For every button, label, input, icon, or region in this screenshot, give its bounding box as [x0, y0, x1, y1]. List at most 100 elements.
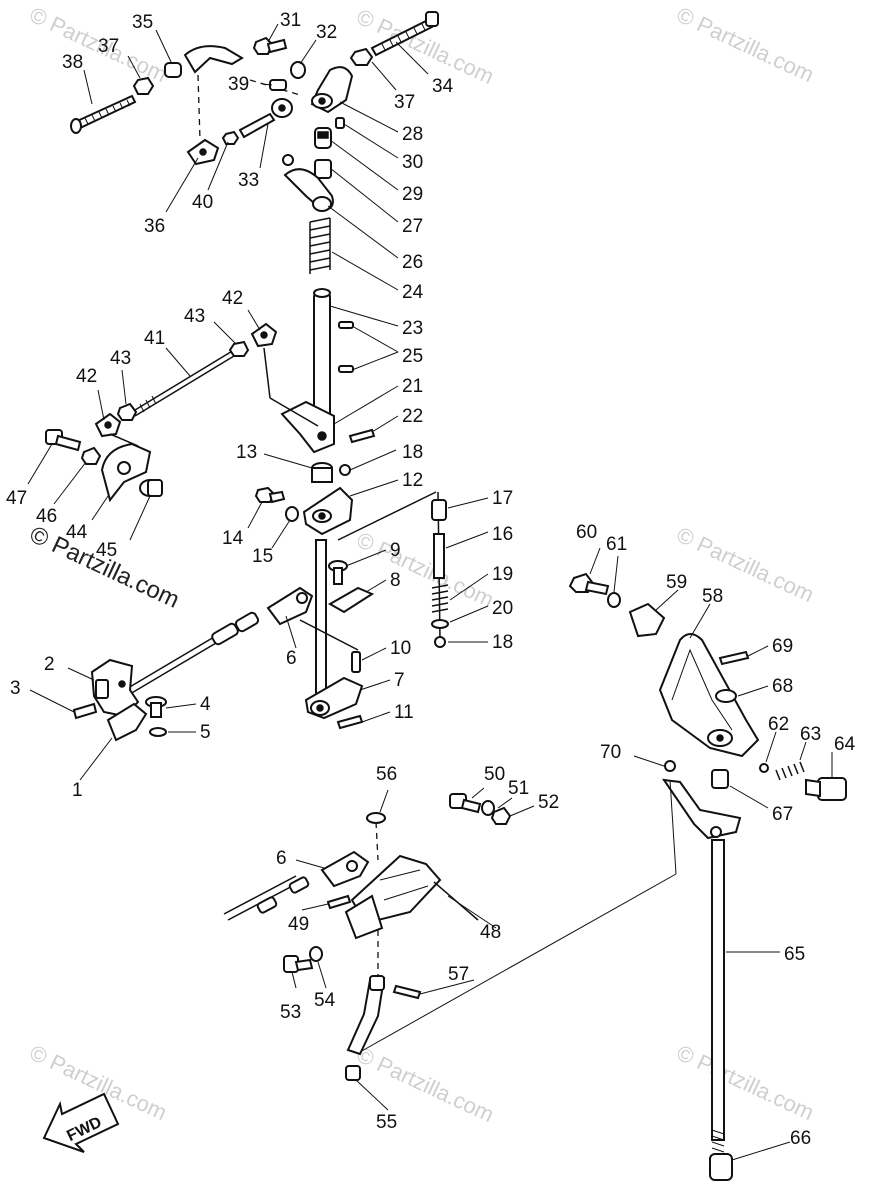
pin-30 — [335, 117, 345, 129]
clip-70 — [664, 760, 676, 772]
callout-16: 16 — [492, 524, 513, 545]
rod-lower-shaft — [315, 539, 327, 701]
callout-42: 42 — [76, 366, 97, 387]
callout-34: 34 — [432, 76, 454, 97]
rod-41 — [134, 349, 235, 411]
callout-22: 22 — [402, 406, 423, 427]
bushing-59 — [628, 602, 666, 638]
callout-25: 25 — [402, 346, 423, 367]
bushing-27 — [314, 159, 332, 179]
callout-68: 68 — [772, 676, 793, 697]
callout-15: 15 — [252, 546, 273, 567]
callout-30: 30 — [402, 152, 423, 173]
right-assembly — [568, 572, 847, 1181]
callout-10: 10 — [390, 638, 411, 659]
callout-24: 24 — [402, 282, 424, 303]
callout-17: 17 — [492, 488, 513, 509]
bolt-4 — [145, 696, 167, 718]
callout-labels: 35 37 38 31 32 34 37 39 28 30 29 33 36 4… — [6, 10, 856, 1149]
callout-42: 42 — [222, 288, 243, 309]
callout-62: 62 — [768, 714, 789, 735]
fwd-direction-marker: FWD — [42, 1092, 120, 1153]
shaft-assembly — [254, 288, 437, 730]
callout-5: 5 — [200, 722, 211, 743]
left-bracket-assembly — [72, 586, 314, 742]
callout-63: 63 — [800, 724, 821, 745]
bushing-45 — [139, 479, 163, 497]
bolt-50 — [449, 793, 482, 814]
lever-58 — [658, 633, 760, 758]
watermark-text: © Partzilla.com — [353, 1042, 498, 1127]
washer-54 — [309, 946, 323, 962]
callout-26: 26 — [402, 252, 423, 273]
callout-14: 14 — [222, 528, 244, 549]
bolt-60 — [568, 572, 610, 596]
joint-42-top — [250, 322, 278, 348]
nut-37 — [132, 76, 155, 95]
bolt-47 — [45, 429, 82, 452]
spring-24 — [309, 217, 331, 271]
callout-48: 48 — [480, 922, 501, 943]
callout-58: 58 — [702, 586, 723, 607]
callout-2: 2 — [44, 654, 55, 675]
callout-64: 64 — [834, 734, 856, 755]
callout-57: 57 — [448, 964, 469, 985]
callout-20: 20 — [492, 598, 513, 619]
callout-51: 51 — [508, 778, 529, 799]
callout-19: 19 — [492, 564, 513, 585]
shaft-23 — [313, 291, 331, 423]
callout-23: 23 — [402, 318, 423, 339]
clip-18-lower — [434, 636, 446, 648]
watermark-text: © Partzilla.com — [353, 527, 498, 612]
washer-20 — [431, 619, 449, 629]
joint-42-bottom — [94, 412, 122, 438]
pin-10 — [351, 651, 361, 673]
washer-15 — [285, 506, 299, 522]
callout-28: 28 — [402, 124, 423, 145]
arrow-icon — [42, 1092, 120, 1153]
callout-37: 37 — [394, 92, 415, 113]
callout-44: 44 — [66, 522, 88, 543]
lever-21 — [280, 400, 335, 454]
watermark-text: © Partzilla.com — [673, 2, 818, 87]
cap-66 — [709, 1153, 733, 1181]
rod-16 — [433, 533, 445, 579]
callout-59: 59 — [666, 572, 687, 593]
callout-6: 6 — [286, 648, 297, 669]
washer-51 — [481, 800, 495, 816]
rod-end-33 — [238, 98, 293, 139]
callout-43: 43 — [110, 348, 131, 369]
callout-67: 67 — [772, 804, 793, 825]
lever-lower — [661, 778, 742, 840]
nut-37-right — [349, 47, 374, 66]
callout-55: 55 — [376, 1112, 397, 1133]
pin-69 — [718, 650, 750, 666]
joint-6-lower — [320, 850, 370, 888]
cap-35 — [164, 62, 182, 78]
rod-55 — [345, 975, 386, 1081]
nut-43-top — [228, 340, 250, 357]
callout-45: 45 — [96, 540, 117, 561]
joint-6 — [266, 586, 314, 626]
nut-40 — [221, 130, 240, 145]
pin-25 — [338, 365, 354, 373]
plug-64 — [805, 777, 847, 801]
callout-11: 11 — [394, 702, 414, 723]
callout-35: 35 — [132, 12, 153, 33]
bolt-53 — [283, 955, 314, 973]
callout-49: 49 — [288, 914, 309, 935]
washer-68 — [715, 689, 737, 703]
callout-38: 38 — [62, 52, 83, 73]
link-stack — [431, 491, 449, 648]
bracket-2 — [90, 658, 140, 718]
callout-8: 8 — [390, 570, 401, 591]
cam-44 — [100, 442, 152, 503]
callout-32: 32 — [316, 22, 337, 43]
callout-4: 4 — [200, 694, 211, 715]
washer-32 — [290, 61, 306, 79]
callout-37: 37 — [98, 36, 119, 57]
callout-41: 41 — [144, 328, 165, 349]
callout-29: 29 — [402, 184, 423, 205]
clip-18 — [339, 464, 351, 476]
